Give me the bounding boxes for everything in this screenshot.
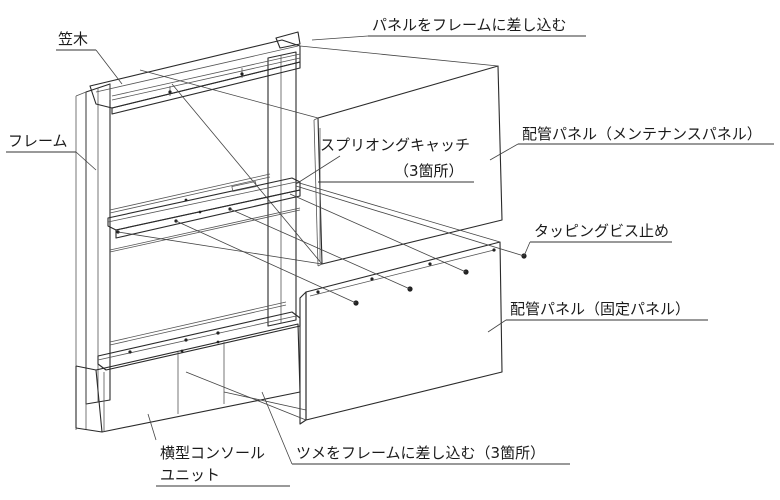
label-tapping-screw-text: タッピングビス止め: [534, 222, 669, 240]
tapping-screws: [175, 185, 527, 306]
label-frame-text: フレーム: [8, 132, 68, 150]
label-spring-catch-text-2: （3箇所）: [394, 162, 464, 180]
frame-lower-rail: [97, 301, 301, 371]
label-spring-catch-text-1: スプリオングキャッチ: [320, 136, 470, 154]
label-insert-panel-text: パネルをフレームに差し込む: [372, 16, 567, 34]
label-maintenance-panel-text: 配管パネル（メンテナンスパネル）: [522, 125, 762, 143]
label-frame: フレーム: [6, 132, 97, 171]
fixed-panel: [299, 241, 503, 425]
label-kasagi: 笠木: [56, 30, 123, 85]
label-maintenance-panel: 配管パネル（メンテナンスパネル）: [489, 125, 774, 161]
frame-middle-rail: [107, 173, 301, 253]
label-fixed-panel: 配管パネル（固定パネル）: [487, 300, 708, 333]
label-spring-catch: スプリオングキャッチ （3箇所）: [295, 136, 474, 185]
label-insert-panel: パネルをフレームに差し込む: [311, 16, 586, 41]
console-unit-body: [95, 323, 301, 433]
label-fixed-panel-text: 配管パネル（固定パネル）: [510, 300, 690, 318]
maintenance-panel-body: [317, 65, 503, 265]
label-console-unit-text-2: ユニット: [160, 466, 220, 484]
maintenance-panel: [313, 65, 503, 267]
label-kasagi-text: 笠木: [58, 30, 88, 48]
label-tapping-screw: タッピングビス止め: [523, 222, 672, 257]
frame: [75, 51, 297, 430]
fixed-panel-body: [305, 241, 503, 421]
label-claw-insert: ツメをフレームに差し込む（3箇所）: [261, 391, 570, 465]
kasagi-top-rail: [89, 31, 301, 115]
frame-right-post: [267, 51, 297, 327]
assembly-guide-lines: [117, 45, 501, 421]
label-claw-insert-text: ツメをフレームに差し込む（3箇所）: [296, 444, 545, 462]
label-console-unit-text-1: 横型コンソール: [160, 444, 265, 462]
label-console-unit: 横型コンソール ユニット: [147, 413, 290, 487]
